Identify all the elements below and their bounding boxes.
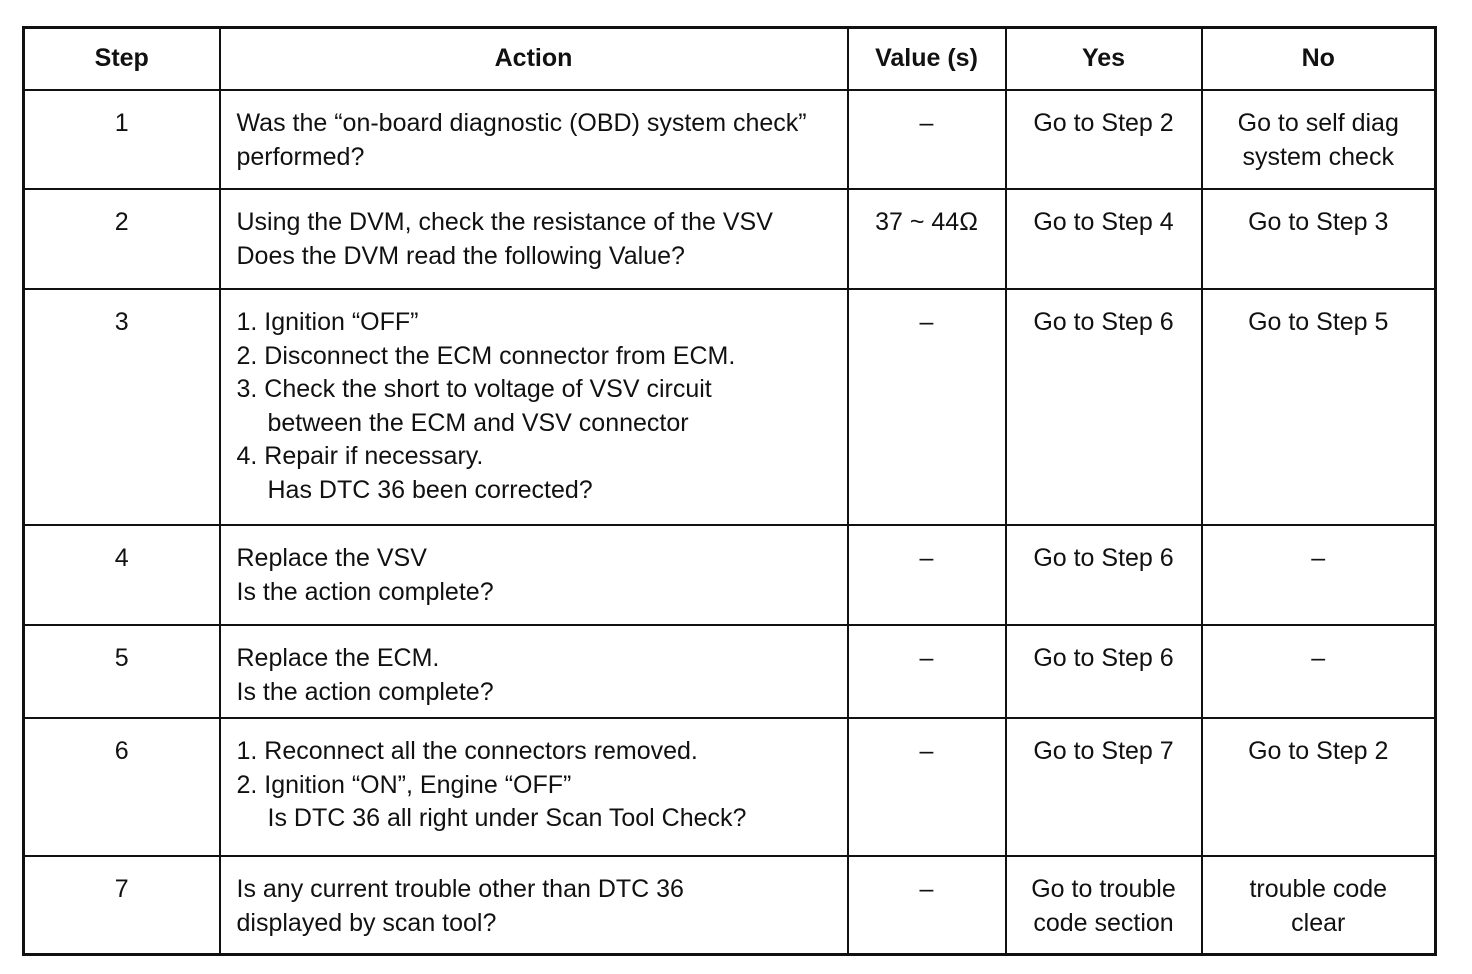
- header-step: Step: [22, 26, 221, 91]
- action-line: Does the DVM read the following Value?: [236, 241, 685, 270]
- value-cell: –: [846, 624, 1007, 719]
- action-line: between the ECM and VSV connector: [267, 408, 689, 437]
- no-line: –: [1311, 544, 1326, 572]
- yes-line: Go to Step 6: [1033, 644, 1174, 672]
- action-cell: Replace the VSV Is the action complete?: [218, 524, 849, 626]
- yes-cell: Go to Step 6: [1004, 624, 1203, 719]
- table-row: 3 1. Ignition “OFF” 2. Disconnect the EC…: [22, 288, 1437, 526]
- no-line: Go to Step 5: [1248, 308, 1389, 336]
- action-line: 2. Ignition “ON”, Engine “OFF”: [236, 770, 572, 799]
- yes-line: Go to Step 4: [1033, 208, 1174, 236]
- action-cell: Using the DVM, check the resistance of t…: [218, 188, 849, 290]
- action-line: Was the “on-board diagnostic (OBD) syste…: [236, 109, 807, 137]
- action-line: Is the action complete?: [236, 577, 494, 606]
- yes-line: Go to Step 7: [1033, 737, 1174, 765]
- header-no: No: [1200, 26, 1437, 91]
- table-row: 5 Replace the ECM. Is the action complet…: [22, 624, 1437, 719]
- table-row: 2 Using the DVM, check the resistance of…: [22, 188, 1437, 290]
- value-cell: –: [846, 524, 1007, 626]
- no-cell: Go to Step 3: [1200, 188, 1437, 290]
- no-line: clear: [1291, 908, 1346, 937]
- action-line: 1. Ignition “OFF”: [236, 308, 419, 336]
- action-line: performed?: [236, 142, 365, 171]
- action-line: 2. Disconnect the ECM connector from ECM…: [236, 341, 736, 370]
- no-line: –: [1311, 644, 1326, 672]
- no-line: system check: [1242, 142, 1394, 171]
- value-cell: –: [846, 717, 1007, 857]
- action-line: Replace the VSV: [236, 544, 427, 572]
- table-row: 1 Was the “on-board diagnostic (OBD) sys…: [22, 89, 1437, 190]
- action-line: Is DTC 36 all right under Scan Tool Chec…: [267, 804, 747, 832]
- value-cell: –: [846, 89, 1007, 190]
- step-cell: 2: [22, 188, 221, 290]
- yes-cell: Go to Step 2: [1004, 89, 1203, 190]
- header-action: Action: [218, 26, 849, 91]
- header-row: Step Action Value (s) Yes No: [22, 26, 1437, 91]
- action-line: 4. Repair if necessary.: [236, 442, 484, 470]
- action-line: Is the action complete?: [236, 677, 494, 706]
- yes-cell: Go to trouble code section: [1004, 855, 1203, 955]
- value-cell: 37 ~ 44Ω: [846, 188, 1007, 290]
- action-line: Has DTC 36 been corrected?: [267, 475, 593, 504]
- yes-cell: Go to Step 6: [1004, 288, 1203, 526]
- action-cell: Was the “on-board diagnostic (OBD) syste…: [218, 89, 849, 190]
- action-line: Is any current trouble other than DTC 36: [236, 875, 684, 903]
- diagnostic-table: Step Action Value (s) Yes No 1 Was the “…: [22, 26, 1437, 956]
- no-cell: –: [1200, 624, 1437, 719]
- step-cell: 6: [22, 717, 221, 857]
- yes-cell: Go to Step 4: [1004, 188, 1203, 290]
- action-line: Using the DVM, check the resistance of t…: [236, 208, 773, 236]
- action-line: 3. Check the short to voltage of VSV cir…: [236, 375, 712, 403]
- yes-line: Go to trouble: [1031, 875, 1176, 903]
- step-cell: 5: [22, 624, 221, 719]
- action-line: Replace the ECM.: [236, 644, 440, 672]
- no-cell: trouble code clear: [1200, 855, 1437, 955]
- action-cell: 1. Reconnect all the connectors removed.…: [218, 717, 849, 857]
- yes-cell: Go to Step 6: [1004, 524, 1203, 626]
- action-cell: Is any current trouble other than DTC 36…: [218, 855, 849, 955]
- step-cell: 4: [22, 524, 221, 626]
- no-cell: Go to Step 5: [1200, 288, 1437, 526]
- no-cell: Go to Step 2: [1200, 717, 1437, 857]
- action-line: displayed by scan tool?: [236, 908, 497, 937]
- value-cell: –: [846, 855, 1007, 955]
- step-cell: 1: [22, 89, 221, 190]
- no-line: trouble code: [1249, 875, 1388, 903]
- no-line: Go to Step 3: [1248, 208, 1389, 236]
- yes-line: Go to Step 6: [1033, 308, 1174, 336]
- no-cell: –: [1200, 524, 1437, 626]
- no-line: Go to Step 2: [1248, 737, 1389, 765]
- table-row: 7 Is any current trouble other than DTC …: [22, 855, 1437, 955]
- yes-line: Go to Step 6: [1033, 544, 1174, 572]
- yes-cell: Go to Step 7: [1004, 717, 1203, 857]
- step-cell: 3: [22, 288, 221, 526]
- no-cell: Go to self diag system check: [1200, 89, 1437, 190]
- header-yes: Yes: [1004, 26, 1203, 91]
- action-cell: 1. Ignition “OFF” 2. Disconnect the ECM …: [218, 288, 849, 526]
- table-row: 4 Replace the VSV Is the action complete…: [22, 524, 1437, 626]
- yes-line: code section: [1033, 908, 1174, 937]
- value-cell: –: [846, 288, 1007, 526]
- action-cell: Replace the ECM. Is the action complete?: [218, 624, 849, 719]
- no-line: Go to self diag: [1237, 109, 1399, 137]
- table-row: 6 1. Reconnect all the connectors remove…: [22, 717, 1437, 857]
- header-value: Value (s): [846, 26, 1007, 91]
- step-cell: 7: [22, 855, 221, 955]
- yes-line: Go to Step 2: [1033, 109, 1174, 137]
- action-line: 1. Reconnect all the connectors removed.: [236, 737, 698, 765]
